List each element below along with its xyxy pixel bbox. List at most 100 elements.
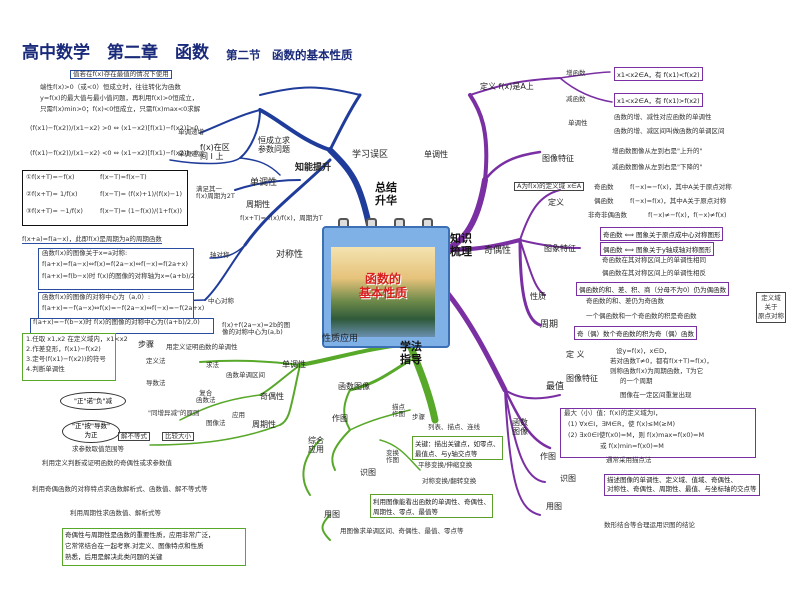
neither-fn-cond: f(−x)≠−f(x)，f(−x)≠f(x) — [648, 211, 727, 219]
step-2: 2.作差变形，f(x1)−f(x2) — [26, 345, 101, 353]
use-right: 用图 — [546, 502, 562, 511]
use-right-text: 数形结合等合理运用识图的结论 — [604, 521, 695, 529]
recog-right-box: 描述图像的单调性、定义域、值域、奇偶性、 对称性、奇偶性、周期性、最值、与坐标轴… — [604, 474, 760, 496]
knowledge-up: 知能提升 — [295, 163, 332, 173]
key-box: 关键：描出关键点，如零点、 最值点、与y轴交点等 — [412, 436, 503, 460]
center-sym-box — [38, 292, 194, 320]
axis-sym-1: 函数f(x)的图像关于x=a对称: — [42, 249, 128, 257]
nature-right: 性质 — [530, 292, 546, 301]
step-1: 1.任取 x1,x2 在定义域内，x1<x2 — [26, 335, 128, 343]
mono-iv-2: 函数的增、减区间叫做函数的单调区间 — [614, 127, 725, 135]
period-def-3: 则称函数f(x)为周期函数，T为它 — [610, 367, 704, 375]
graph-feat-right: 图像特征 — [542, 154, 574, 163]
graph-method: 图像法 — [206, 419, 226, 427]
mono-iv-label: 单调性 — [568, 119, 588, 127]
max-box — [560, 408, 756, 458]
step-4: 4.判断单调性 — [26, 365, 65, 373]
period-note: 满足其一 f(x)周期为2T — [196, 185, 235, 201]
const-param: 恒成立求 参数问题 — [258, 136, 290, 155]
period-box-5: f(x−T)= (f(x)+1)/(f(x)−1) — [100, 190, 183, 198]
axis-sym-3: f(a+x)=f(b−x)时 f(x)的图像的对称轴为x=(a+b)/2 — [42, 272, 195, 280]
center-sym-3-box — [30, 318, 214, 334]
center-title-line1: 函数的 — [364, 272, 401, 286]
parity-right: 奇偶性 — [484, 246, 512, 256]
deriv-method: 导数法 — [146, 379, 166, 387]
inc-cond: x1<x2∈A，有 f(x1)<f(x2) — [614, 67, 703, 81]
draw-right: 作图 — [540, 452, 556, 461]
property-app: 性质应用 — [322, 334, 359, 344]
nature-4: 奇（偶）数个奇函数的积为奇（偶）函数 — [574, 326, 697, 340]
sym-label: 对称性 — [276, 250, 304, 260]
fx-interval: f(x)在区 间 I 上 — [200, 143, 230, 162]
center-sym-4: f(x)+f(2a−x)=2b的图 像的对称中心为(a,b) — [222, 321, 291, 337]
max-def: 最大（小）值：f(x)的定义域为I， — [564, 409, 662, 417]
period-T: f(x+T)= f(x)/f(x)，周期为T — [240, 214, 323, 222]
parity-def: 定义 — [548, 198, 564, 207]
cond-line-2: y=f(x)的最大值与最小值问题，再利用f(x)>0恒成立， — [40, 94, 199, 102]
seek-label: 求法 — [206, 361, 219, 369]
mono-def-2: (f(x1)−f(x2))/(x1−x2) <0 ⇔ (x1−x2)[f(x1)… — [30, 149, 199, 157]
page-title: 高中数学 第二章 函数 — [22, 43, 209, 63]
extremum-right: 最值 — [546, 382, 565, 392]
branch-knowledge: 知识 梳理 — [450, 232, 472, 258]
max-1: (1) ∀x∈I，∃M∈R，使 f(x)≤M(≥M) — [568, 420, 675, 428]
graph-feat3-text: 图像在一定区间重复出现 — [620, 391, 692, 399]
graph-feat-2: 减函数图像从左到右是"下降的" — [612, 163, 703, 171]
draw-label: 作图 — [332, 414, 348, 423]
even-fn: 奇函数 — [594, 183, 614, 191]
graph-fn: 函数图像 — [338, 382, 370, 391]
comp-app: 综合 应用 — [308, 436, 324, 455]
max-3: 或 f(x)min=f(x0)=M — [600, 442, 664, 450]
def-domain-note: 定义域 关于 原点对称 — [756, 292, 786, 323]
oval-zheng: "正"诺"负"减 — [60, 392, 126, 410]
nature-1: 偶函数的和、差、积、商（分母不为0）仍为偶函数 — [576, 282, 730, 296]
list-trace: 列表、描点、连线 — [428, 423, 480, 431]
axis-sym-label: 轴对称 — [210, 251, 230, 259]
mono-inc: 单调递增 — [178, 128, 204, 136]
mono-green: 单调性 — [282, 360, 306, 369]
period-box-4: f(x−T)=f(x−T) — [100, 173, 147, 181]
mono-iv-1: 函数的增、减性对应函数的单调性 — [614, 113, 712, 121]
odd-fn-cond: f(−x)=f(x)，其中A关于原点对称 — [630, 197, 727, 205]
axis-sym-box — [38, 248, 194, 290]
neither-fn: 非奇非偶函数 — [588, 211, 627, 219]
section-title: 第二节 函数的基本性质 — [226, 48, 353, 62]
steps-label: 步骤 — [138, 340, 154, 349]
use-def: 利用定义判断或证明函数的奇偶性或求参数值 — [42, 459, 172, 467]
step2-label: 步骤 — [412, 413, 425, 421]
def-right: 定义 f(x)是A上 — [480, 82, 534, 91]
period-box-2: ②f(x+T)= 1/f(x) — [26, 190, 78, 198]
mono-def-1: (f(x1)−f(x2))/(x1−x2) >0 ⇔ (x1−x2)[f(x1)… — [30, 124, 199, 132]
inc-label: 增函数 — [566, 69, 586, 77]
recog-right: 识图 — [560, 474, 576, 483]
note-top: 值若在f(x)存在最值的情况下使用 — [70, 70, 172, 80]
shift-label: 平移变换/伸缩变换 — [418, 461, 473, 469]
period-green: 周期性 — [252, 420, 276, 429]
fn-graph-right: 函数 图像 — [512, 418, 528, 437]
period-right: 周期 — [540, 320, 559, 330]
graph2-right: 图象特征 — [544, 244, 576, 253]
period-box-3: ③f(x+T)= −1/f(x) — [26, 207, 83, 215]
compound-method: 复合 函数法 — [196, 389, 216, 405]
branch-method: 学法 指导 — [400, 340, 422, 366]
compare-size: 比较大小 — [162, 432, 194, 442]
center-title-line2: 基本性质 — [358, 286, 407, 301]
graph-feat3-right: 图像特征 — [566, 374, 598, 383]
oval-deriv: "正"按"导数" 为正 — [62, 420, 120, 443]
same-inc: "同增异减"的原则 — [148, 409, 200, 417]
period-box — [22, 170, 188, 226]
even-fn-cond: f(−x)=−f(x)，其中A关于原点对称 — [630, 183, 732, 191]
seek-param: 求参数取值范围等 — [72, 445, 124, 453]
parity-graph-2: 偶函数 ⟺ 图象关于y轴成轴对称图形 — [600, 242, 715, 256]
single-right: 单调性 — [424, 150, 448, 159]
center-sym-3: f(a+x)=−f(b−x)时 f(x)的图像的对称中心为((a+b)/2,0) — [33, 318, 200, 326]
use-period: 利用周期性求函数值、解析式等 — [70, 509, 161, 517]
period-def-2: 若对函数T≠0，都有f(x+T)=f(x)， — [610, 357, 713, 365]
monotonic-blue: 单调性 — [250, 178, 278, 188]
blue-main-branch — [327, 147, 373, 233]
period-label: 周期性 — [246, 200, 270, 209]
transform-label: 变换 作图 — [386, 449, 399, 465]
def-proof: 用定义证明函数的单调性 — [166, 343, 238, 351]
use-graph-label: 用图 — [324, 510, 340, 519]
use-graph-2: 用图像求单调区间、奇偶性、最值、零点等 — [340, 527, 464, 535]
